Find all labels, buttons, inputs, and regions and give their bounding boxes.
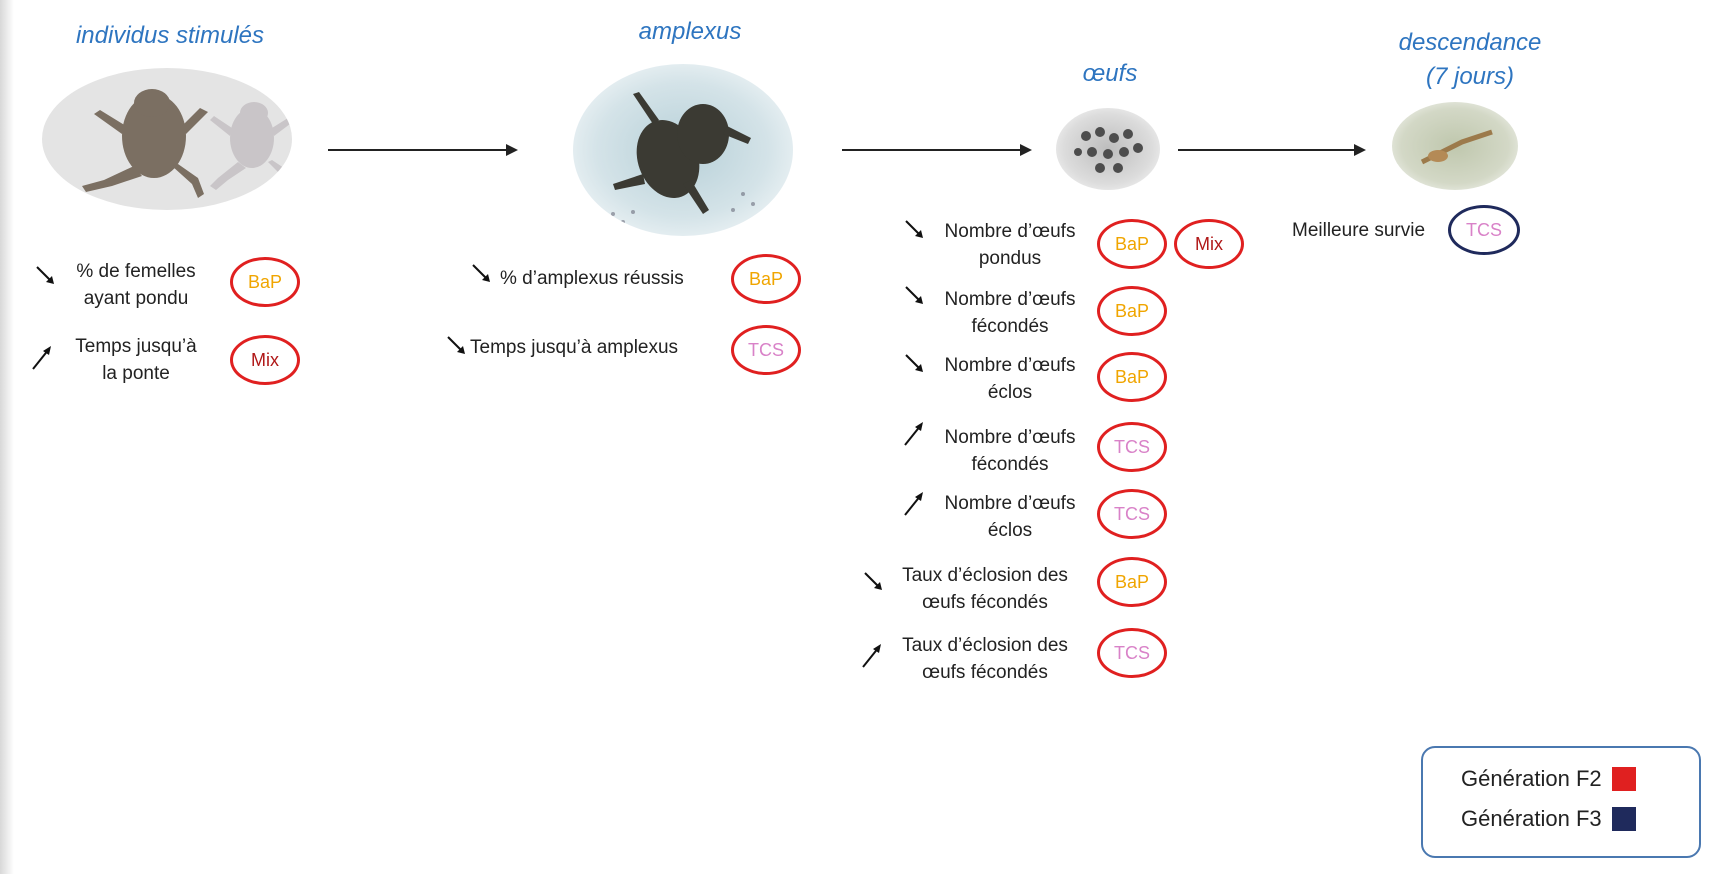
badge-tcs-f2: TCS — [731, 325, 801, 375]
label-oeufs-eclos: Nombre d’œufs éclos — [920, 490, 1100, 544]
badge-bap-f2: BaP — [1097, 286, 1167, 336]
badge-tcs-f2: TCS — [1097, 422, 1167, 472]
offspring-photo — [1392, 102, 1518, 190]
legend: Génération F2 Génération F3 — [1421, 746, 1701, 858]
label-amplexus-reussis: % d’amplexus réussis — [500, 265, 720, 292]
badge-tcs-f2: TCS — [1097, 628, 1167, 678]
badge-bap-f2: BaP — [1097, 557, 1167, 607]
stage-title-oeufs: œufs — [1030, 60, 1190, 88]
legend-swatch-f3 — [1612, 807, 1636, 831]
label-taux-eclosion: Taux d’éclosion des œufs fécondés — [880, 632, 1090, 686]
label-oeufs-fecondes: Nombre d’œufs fécondés — [920, 286, 1100, 340]
legend-row-f2: Génération F2 — [1461, 766, 1636, 792]
stage-title-individus: individus stimulés — [40, 22, 300, 50]
arrow-oeufs-to-descendance — [1178, 142, 1368, 158]
legend-swatch-f2 — [1612, 767, 1636, 791]
trend-down-icon — [34, 264, 58, 288]
badge-mix-f2: Mix — [1174, 219, 1244, 269]
badge-bap-f2: BaP — [731, 254, 801, 304]
label-temps-amplexus: Temps jusqu’à amplexus — [470, 334, 720, 361]
badge-bap-f2: BaP — [230, 257, 300, 307]
trend-down-icon — [470, 262, 494, 286]
trend-up-icon — [30, 342, 54, 372]
badge-tcs-f2: TCS — [1097, 489, 1167, 539]
legend-label-f2: Génération F2 — [1461, 766, 1602, 792]
arrow-amplexus-to-oeufs — [842, 142, 1034, 158]
legend-row-f3: Génération F3 — [1461, 806, 1636, 832]
label-oeufs-eclos: Nombre d’œufs éclos — [920, 352, 1100, 406]
label-oeufs-fecondes: Nombre d’œufs fécondés — [920, 424, 1100, 478]
badge-bap-f2: BaP — [1097, 352, 1167, 402]
badge-mix-f2: Mix — [230, 335, 300, 385]
arrow-individus-to-amplexus — [328, 142, 520, 158]
frogs-photo — [42, 68, 292, 210]
label-temps-ponte: Temps jusqu’à la ponte — [56, 333, 216, 387]
badge-bap-f2: BaP — [1097, 219, 1167, 269]
stage-title-descendance: descendance (7 jours) — [1350, 26, 1590, 94]
trend-down-icon — [445, 334, 469, 358]
amplexus-photo — [573, 64, 793, 236]
stage-title-amplexus: amplexus — [580, 18, 800, 46]
badge-tcs-f3: TCS — [1448, 205, 1520, 255]
eggs-photo — [1056, 108, 1160, 190]
label-meilleure-survie: Meilleure survie — [1292, 217, 1442, 244]
label-taux-eclosion: Taux d’éclosion des œufs fécondés — [880, 562, 1090, 616]
label-oeufs-pondus: Nombre d’œufs pondus — [920, 218, 1100, 272]
legend-label-f3: Génération F3 — [1461, 806, 1602, 832]
label-femelles-pondu: % de femelles ayant pondu — [56, 258, 216, 312]
left-edge-shadow — [0, 0, 14, 874]
